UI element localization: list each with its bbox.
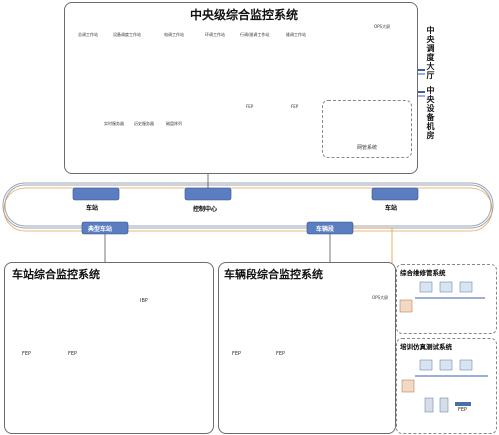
ws-label-1: 设备调度工作站: [113, 32, 141, 37]
ws-label-5: 维调工作站: [286, 32, 306, 37]
ring-depot: 车辆段: [316, 226, 335, 233]
ring-station-left: 车站: [86, 205, 99, 212]
ring-station-right: 车站: [385, 205, 398, 212]
netmgmt-label: 网管系统: [357, 145, 378, 151]
ws-label-4: 行调/维调工作站: [240, 32, 270, 37]
ring-switches: [72, 170, 419, 268]
central-title: 中央级综合监控系统: [190, 8, 299, 22]
training-box: [396, 338, 497, 434]
depot-ops-label: OPS大屏: [372, 295, 389, 300]
ws-label-2: 电调工作站: [164, 32, 184, 37]
station-fep-2: FEP: [68, 351, 78, 357]
ws-label-0: 总调工作站: [78, 32, 98, 37]
depot-fep-2: FEP: [276, 351, 286, 357]
server-label-2: 磁盘阵列: [166, 121, 182, 126]
central-fep-1: FEP: [246, 104, 254, 109]
maintenance-devices: [399, 281, 485, 313]
ring-control-center: 控制中心: [193, 206, 218, 213]
ws-label-3: 环调工作站: [205, 32, 225, 37]
training-title: 培训仿真测试系统: [400, 343, 452, 351]
netmgmt-box: [322, 100, 412, 158]
ibp-label: IBP: [140, 298, 148, 304]
station-system-box: [4, 262, 214, 434]
central-room-label: 中央设备机房: [426, 86, 435, 140]
station-fep-1: FEP: [22, 351, 32, 357]
central-hall-label: 中央调度大厅: [426, 26, 435, 80]
depot-fep-1: FEP: [232, 351, 242, 357]
central-fep-2: FEP: [291, 104, 299, 109]
training-fep: FEP: [458, 407, 468, 413]
depot-system-box: [218, 262, 396, 434]
maintenance-title: 综合维修管系统: [400, 269, 446, 277]
central-system-box: [64, 2, 418, 174]
station-title: 车站综合监控系统: [12, 268, 100, 281]
server-label-1: 历史服务器: [134, 121, 154, 126]
training-devices: [401, 359, 488, 413]
backbone-ring: [2, 182, 494, 232]
depot-title: 车辆段综合监控系统: [224, 268, 323, 281]
ops-label: OPS大屏: [374, 24, 391, 29]
ring-typical-station: 典型车站: [88, 226, 113, 233]
server-label-0: 实时服务器: [104, 121, 124, 126]
maintenance-box: [396, 264, 497, 334]
